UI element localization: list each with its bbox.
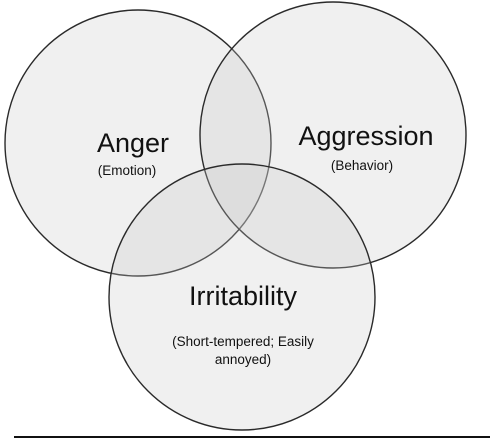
aggression-label: Aggression xyxy=(298,121,433,151)
circle-aggression xyxy=(199,1,467,269)
venn-circles xyxy=(4,1,467,431)
aggression-sublabel: (Behavior) xyxy=(331,158,393,173)
circle-anger xyxy=(4,9,272,277)
anger-sublabel: (Emotion) xyxy=(98,163,157,178)
irritability-sublabel-line-1: (Short-tempered; Easily xyxy=(172,334,314,349)
anger-label: Anger xyxy=(97,128,169,158)
venn-labels: Anger (Emotion) Aggression (Behavior) Ir… xyxy=(97,121,434,367)
irritability-sublabel-line-2: annoyed) xyxy=(215,352,271,367)
circle-irritability xyxy=(108,163,376,431)
irritability-label: Irritability xyxy=(189,281,298,311)
